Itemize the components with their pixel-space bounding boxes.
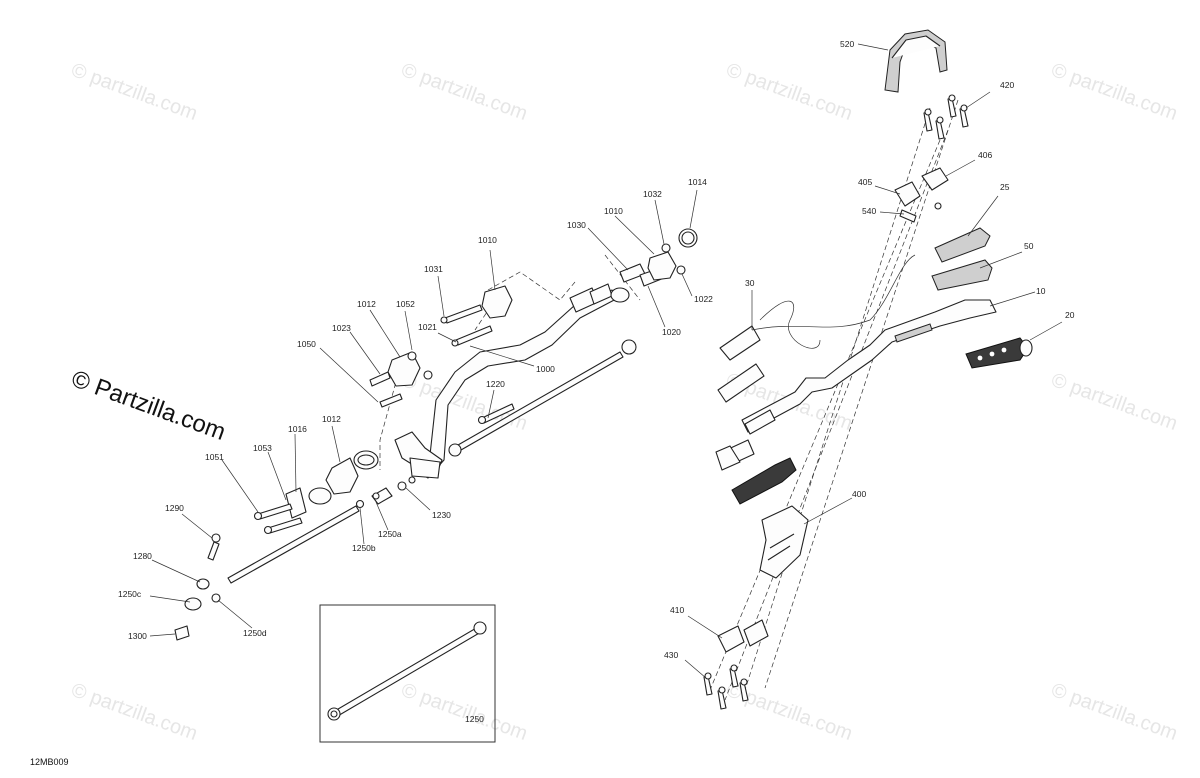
- watermark-main: © Partzilla.com: [68, 365, 229, 446]
- clamp: [325, 457, 359, 495]
- handlebar: [741, 299, 997, 433]
- callout: 1030: [567, 220, 586, 230]
- callout: 50: [1024, 241, 1034, 251]
- clamp-cap: [894, 181, 921, 207]
- callout: 520: [840, 39, 854, 49]
- callout: 1000: [536, 364, 555, 374]
- callout: 1031: [424, 264, 443, 274]
- callout: 400: [852, 489, 866, 499]
- callout: 406: [978, 150, 992, 160]
- left-grip: [731, 457, 797, 505]
- callout: 1010: [478, 235, 497, 245]
- clamp: [481, 285, 513, 319]
- callout: 1014: [688, 177, 707, 187]
- callout: 1016: [288, 424, 307, 434]
- callout: 1250b: [352, 543, 376, 553]
- watermark: © partzilla.com: [723, 59, 855, 125]
- callout: 540: [862, 206, 876, 216]
- watermark: © partzilla.com: [398, 59, 530, 125]
- callout: 1280: [133, 551, 152, 561]
- riser: [759, 505, 809, 579]
- clamp-cap: [921, 167, 949, 191]
- callout: 1023: [332, 323, 351, 333]
- watermark: © partzilla.com: [68, 679, 200, 745]
- diagram-code: 12MB009: [30, 757, 69, 767]
- watermark: © partzilla.com: [68, 59, 200, 125]
- callout: 1010: [604, 206, 623, 216]
- callout: 1250d: [243, 628, 267, 638]
- callout: 20: [1065, 310, 1075, 320]
- grip-cover: [934, 227, 991, 263]
- callout: 10: [1036, 286, 1046, 296]
- left-assembly: [149, 189, 698, 641]
- callout: 1012: [357, 299, 376, 309]
- clamp: [647, 251, 677, 281]
- callout: 30: [745, 278, 755, 288]
- callout: 420: [1000, 80, 1014, 90]
- callout: 1230: [432, 510, 451, 520]
- lower-tie-rod: [227, 505, 360, 584]
- watermark: © partzilla.com: [1048, 369, 1180, 435]
- callout: 405: [858, 177, 872, 187]
- grip-cover: [931, 259, 993, 291]
- callout: 1051: [205, 452, 224, 462]
- callout: 1012: [322, 414, 341, 424]
- grip: [965, 337, 1029, 369]
- callout: 1021: [418, 322, 437, 332]
- callout: 1050: [297, 339, 316, 349]
- callout: 1220: [486, 379, 505, 389]
- callout: 25: [1000, 182, 1010, 192]
- watermark-layer: © partzilla.com © partzilla.com © partzi…: [68, 59, 1180, 745]
- callout: 430: [664, 650, 678, 660]
- callout: 1250a: [378, 529, 402, 539]
- callout-labels: 520 420 406 405 540 25 50 10 20 30 400 4…: [118, 39, 1075, 660]
- bottom-clamp: [717, 625, 745, 653]
- callout: 1020: [662, 327, 681, 337]
- bottom-clamp: [743, 619, 769, 647]
- callout: 1290: [165, 503, 184, 513]
- callout: 1250c: [118, 589, 142, 599]
- callout: 1022: [694, 294, 713, 304]
- watermark: © partzilla.com: [1048, 59, 1180, 125]
- watermark: © partzilla.com: [1048, 679, 1180, 745]
- callout: 1053: [253, 443, 272, 453]
- callout: 1032: [643, 189, 662, 199]
- callout: 410: [670, 605, 684, 615]
- inset-tie-rod-box: 1250: [319, 604, 496, 743]
- callout: 1300: [128, 631, 147, 641]
- right-assembly: [684, 29, 1063, 710]
- inset-label: 1250: [465, 714, 484, 724]
- watermark: © partzilla.com: [398, 679, 530, 745]
- callout: 1052: [396, 299, 415, 309]
